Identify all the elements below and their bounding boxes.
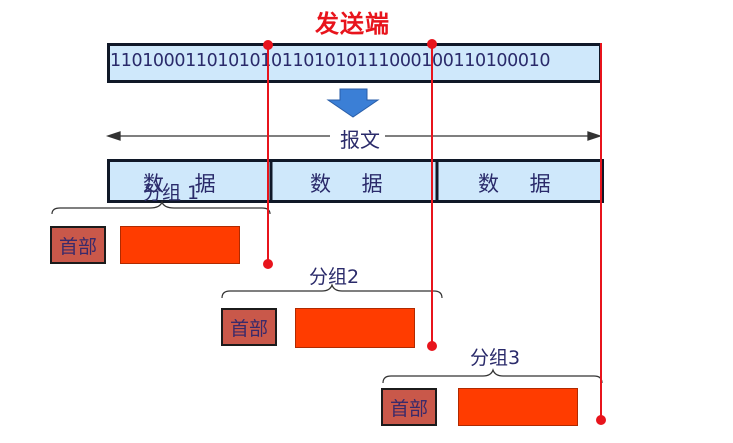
packet-3-header: 首部 <box>381 388 437 426</box>
packet-1-header: 首部 <box>50 226 106 264</box>
packet-2-payload <box>295 308 415 348</box>
message-label: 报文 <box>334 124 386 153</box>
packet-2-header: 首部 <box>221 308 277 346</box>
bitstream-bar <box>107 43 602 83</box>
segment-3-label: 数 据 <box>478 172 563 196</box>
message-span-arrow <box>105 131 603 141</box>
cut-marker-1-top <box>263 40 273 50</box>
bitstream-text: 1101000110101010110101011100010011010001… <box>110 51 551 71</box>
segment-2-label: 数 据 <box>310 172 395 196</box>
packet-3-label: 分组3 <box>470 347 521 369</box>
diagram-title: 发送端 <box>315 10 390 38</box>
cut-marker-1-bottom <box>263 259 273 269</box>
segment-1-label: 数 据 <box>143 172 228 196</box>
data-bar <box>107 159 604 203</box>
cut-marker-3-bottom <box>596 415 606 425</box>
cut-marker-2-bottom <box>427 341 437 351</box>
down-arrow-icon <box>326 88 380 118</box>
cut-marker-2-top <box>427 39 437 49</box>
packet-1-label: 分组 1 <box>143 182 200 204</box>
packet-3-payload <box>458 388 578 426</box>
packet-3-brace <box>382 368 603 384</box>
packet-2-brace <box>221 283 443 299</box>
packet-1-brace <box>51 200 271 215</box>
packet-2-label: 分组2 <box>309 266 360 288</box>
packet-1-payload <box>120 226 240 264</box>
